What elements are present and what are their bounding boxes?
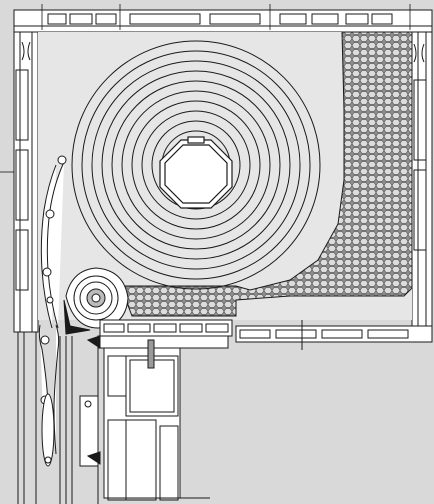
guide-rail-lines: [17, 332, 210, 504]
window-frame-profile: [79, 335, 229, 501]
wall-clips: [15, 41, 427, 291]
shutter-slats: [38, 155, 67, 467]
brush-guide-roller: [63, 267, 129, 335]
octagon-axle: [159, 136, 233, 209]
leader-lines: [0, 4, 411, 173]
box-base-profile: [99, 319, 433, 350]
